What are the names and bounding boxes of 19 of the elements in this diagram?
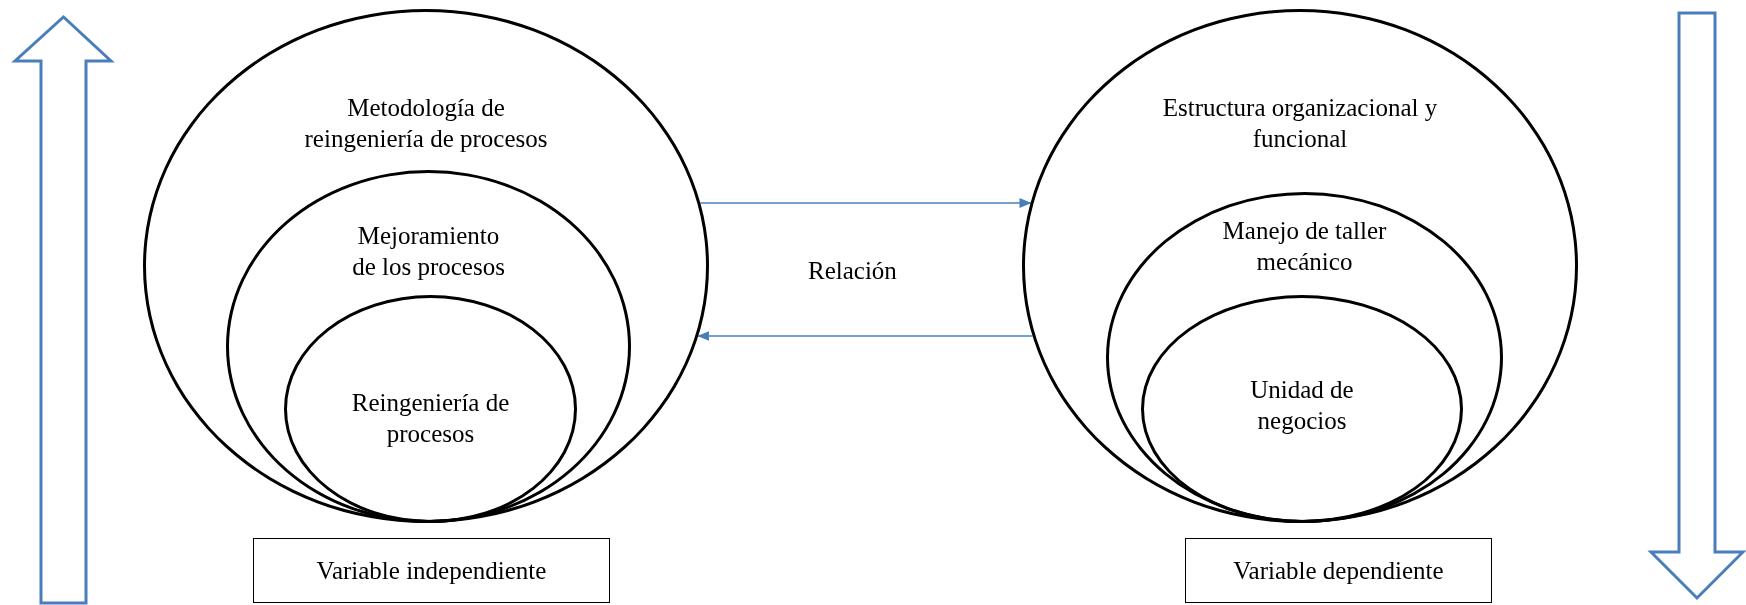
nested-ellipse xyxy=(143,9,709,523)
nested-ellipse xyxy=(284,295,577,523)
nested-ellipse xyxy=(1106,192,1503,523)
relation-label: Relación xyxy=(808,256,897,286)
nested-ellipse xyxy=(226,170,631,523)
arrow xyxy=(699,198,1032,208)
ellipse-label: Estructura organizacional y funcional xyxy=(1161,93,1439,154)
ellipse-label: Metodología de reingeniería de procesos xyxy=(303,93,549,154)
variable-label: Variable independiente xyxy=(315,556,548,586)
ellipse-label: Reingeniería de procesos xyxy=(350,388,511,449)
nested-ellipse xyxy=(1022,9,1578,523)
variable-box xyxy=(1185,538,1492,603)
ellipse-label: Mejoramiento de los procesos xyxy=(351,221,506,282)
ellipse-label: Unidad de negocios xyxy=(1249,375,1355,436)
variable-box xyxy=(253,538,610,603)
variable-label: Variable dependiente xyxy=(1232,556,1445,586)
arrow xyxy=(697,331,1034,341)
ellipse-label: Manejo de taller mecánico xyxy=(1221,216,1388,277)
nested-ellipse xyxy=(1141,295,1463,523)
